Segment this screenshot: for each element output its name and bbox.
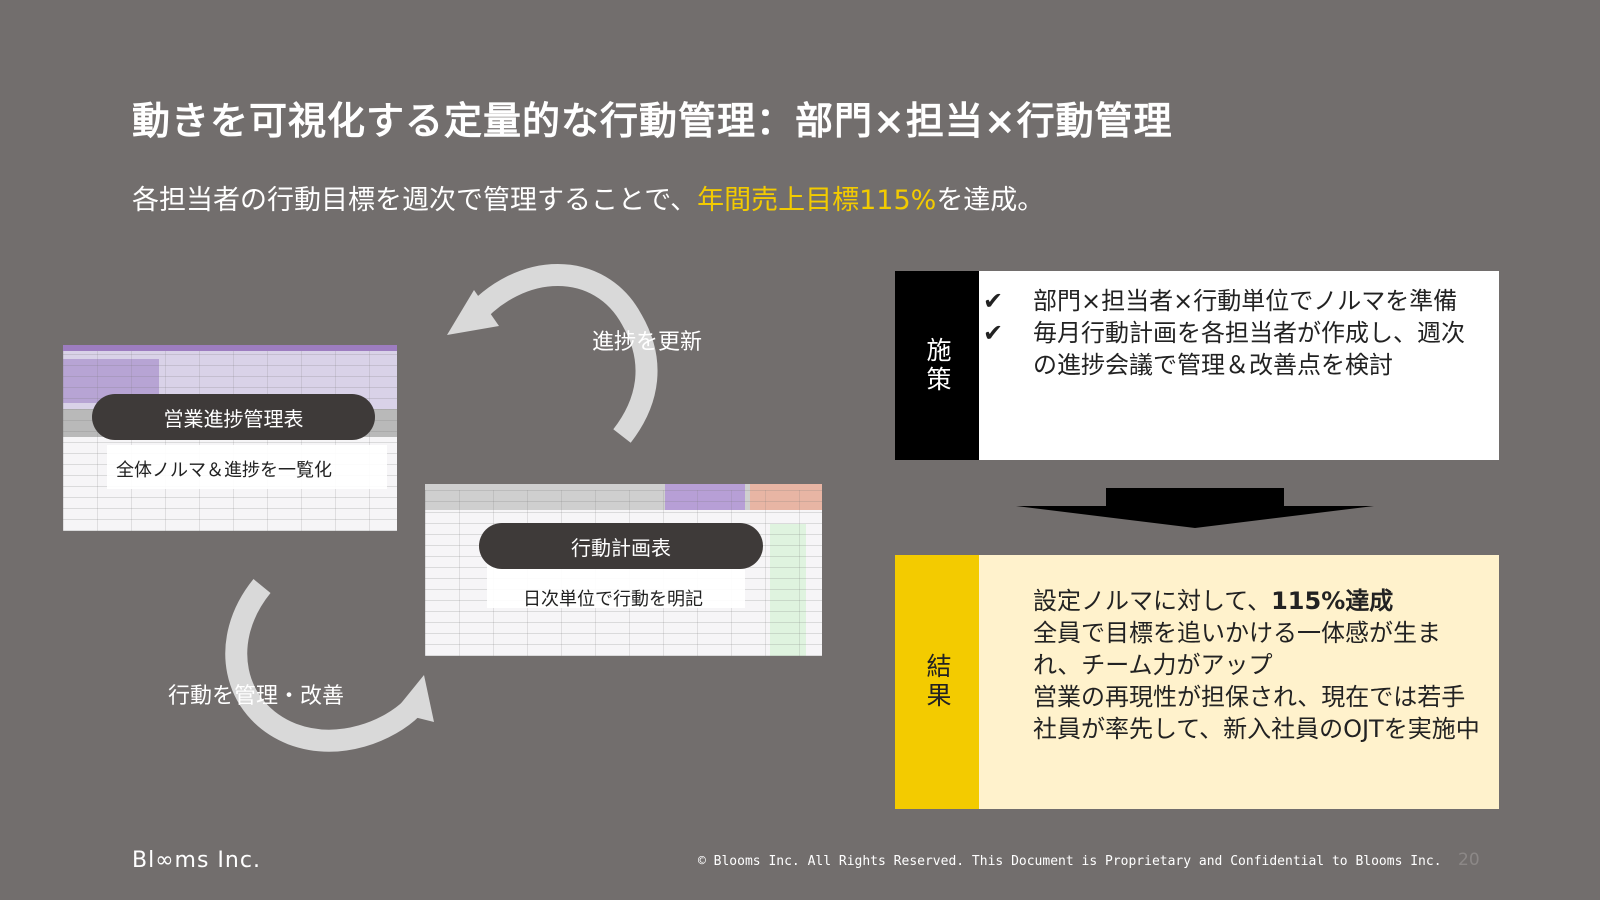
cycle-label-manage: 行動を管理・改善 — [168, 684, 345, 709]
result-text: 全員で目標を追いかける一体感が生まれ、チーム力がアップ — [1033, 619, 1441, 679]
sheet-name-action-plan: 行動計画表 — [479, 523, 763, 569]
sheet-caption-action-plan: 日次単位で行動を明記 — [523, 589, 703, 610]
result-text: 営業の再現性が担保され、現在では若手社員が率先して、新入社員のOJTを実施中 — [1033, 683, 1480, 743]
measures-box: 施策 ✔ 部門×担当者×行動単位でノルマを準備 ✔ 毎月行動計画を各担当者が作成… — [895, 271, 1499, 460]
sheet-caption-bg — [487, 562, 745, 608]
subtitle-text: 各担当者の行動目標を週次で管理することで、 — [132, 185, 698, 216]
result-item: 営業の再現性が担保され、現在では若手社員が率先して、新入社員のOJTを実施中 — [983, 681, 1485, 745]
result-text-bold: 115%達成 — [1271, 587, 1394, 615]
bullet-icon — [983, 585, 1033, 617]
check-icon: ✔ — [983, 319, 1004, 347]
measures-heading: 施策 — [923, 336, 952, 395]
sheet-caption-bg — [107, 445, 387, 489]
sales-progress-sheet-image — [63, 345, 397, 531]
results-box: 結果 設定ノルマに対して、115%達成 全員で目標を追いかける一体感が生まれ、チ… — [895, 555, 1499, 809]
results-heading: 結果 — [923, 653, 952, 711]
bullet-icon — [983, 617, 1033, 681]
results-heading-cell: 結果 — [895, 555, 979, 809]
bottom-cycle-arrowhead — [394, 675, 434, 722]
sheet-purple-header — [665, 484, 745, 510]
top-cycle-arrow — [461, 264, 658, 443]
measures-list: ✔ 部門×担当者×行動単位でノルマを準備 ✔ 毎月行動計画を各担当者が作成し、週… — [979, 271, 1499, 460]
result-text-main: 設定ノルマに対して、 — [1033, 587, 1272, 615]
sheet-name-sales-progress: 営業進捗管理表 — [92, 394, 375, 440]
result-text: 設定ノルマに対して、115%達成 — [1033, 585, 1485, 617]
sheet-caption-sales-progress: 全体ノルマ＆進捗を一覧化 — [116, 460, 332, 481]
sheet-red-header — [750, 484, 822, 510]
top-cycle-arrowhead — [447, 290, 499, 335]
measures-heading-cell: 施策 — [895, 271, 979, 460]
subtitle-highlight: 年間売上目標115% — [697, 185, 937, 216]
bottom-cycle-arrow — [225, 579, 420, 752]
slide-title: 動きを可視化する定量的な行動管理：部門×担当×行動管理 — [132, 99, 1173, 143]
company-logo: Bl∞ms Inc. — [132, 848, 261, 873]
bullet-icon — [983, 681, 1033, 745]
action-plan-sheet-image — [425, 484, 822, 656]
result-item: 設定ノルマに対して、115%達成 — [983, 585, 1485, 617]
result-item: 全員で目標を追いかける一体感が生まれ、チーム力がアップ — [983, 617, 1485, 681]
results-list: 設定ノルマに対して、115%達成 全員で目標を追いかける一体感が生まれ、チーム力… — [979, 555, 1499, 809]
sheet-grid — [63, 351, 397, 531]
copyright-notice: © Blooms Inc. All Rights Reserved. This … — [698, 854, 1442, 869]
sheet-green-column — [770, 524, 806, 656]
cycle-label-update: 進捗を更新 — [592, 330, 703, 355]
measure-item: ✔ 部門×担当者×行動単位でノルマを準備 — [983, 285, 1485, 317]
slide-subtitle: 各担当者の行動目標を週次で管理することで、年間売上目標115%を達成。 — [132, 178, 1044, 217]
measure-item: ✔ 毎月行動計画を各担当者が作成し、週次の進捗会議で管理＆改善点を検討 — [983, 317, 1485, 381]
check-icon: ✔ — [983, 287, 1004, 315]
measure-text: 毎月行動計画を各担当者が作成し、週次の進捗会議で管理＆改善点を検討 — [1033, 319, 1465, 379]
measure-text: 部門×担当者×行動単位でノルマを準備 — [1033, 287, 1458, 315]
down-arrow-icon — [1016, 488, 1374, 528]
sheet-top-bar — [63, 345, 397, 351]
subtitle-text-end: を達成。 — [936, 185, 1045, 216]
page-number: 20 — [1458, 850, 1480, 870]
